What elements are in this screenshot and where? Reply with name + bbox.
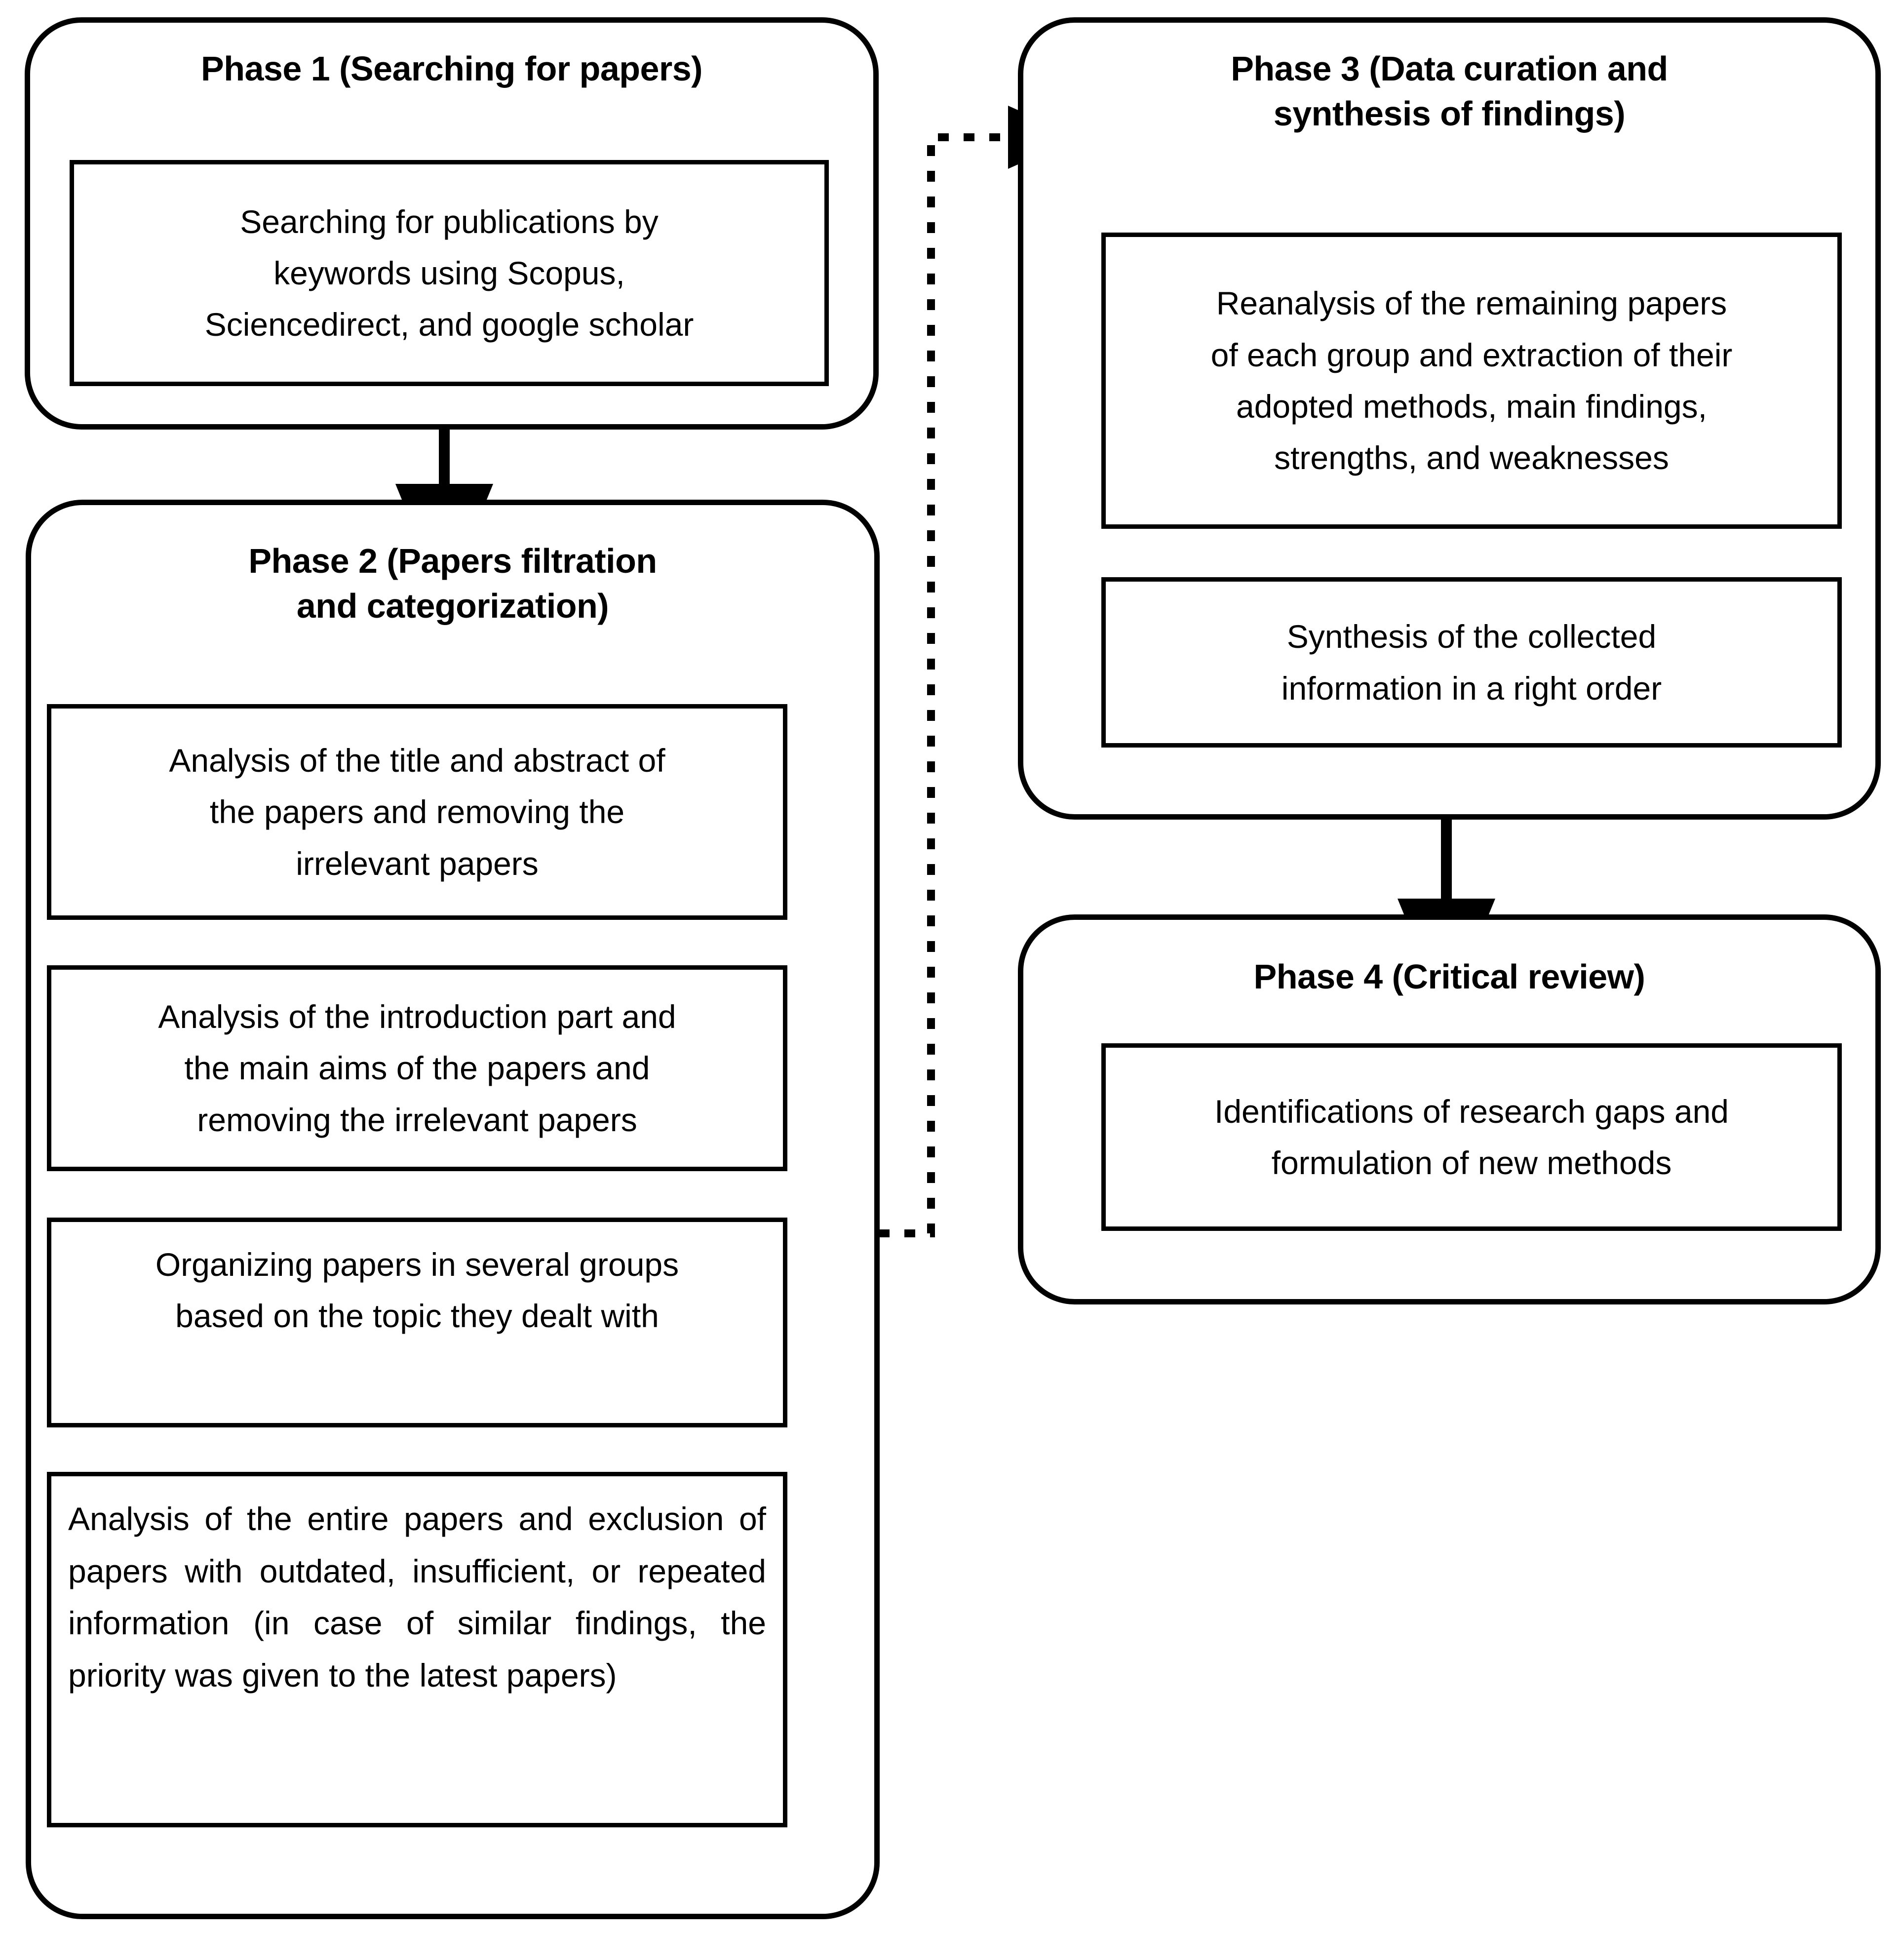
phase-2-step-2-text: Analysis of the introduction part and th…	[158, 998, 676, 1138]
phase-4-container[interactable]: Phase 4 (Critical review) Identification…	[1018, 914, 1881, 1304]
phase-1-container[interactable]: Phase 1 (Searching for papers) Searching…	[25, 17, 879, 430]
phase-3-step-1-text: Reanalysis of the remaining papers of ea…	[1210, 285, 1733, 476]
phase-4-title: Phase 4 (Critical review)	[1253, 957, 1645, 996]
phase-2-step-4-box[interactable]: Analysis of the entire papers and exclus…	[47, 1472, 787, 1827]
phase-1-step-1-box[interactable]: Searching for publications by keywords u…	[70, 160, 829, 386]
phase-2-step-4-text: Analysis of the entire papers and exclus…	[68, 1500, 766, 1694]
phase-1-step-1-text: Searching for publications by keywords u…	[204, 203, 694, 343]
phase-3-step-1-box[interactable]: Reanalysis of the remaining papers of ea…	[1101, 233, 1842, 529]
phase-2-step-2-box[interactable]: Analysis of the introduction part and th…	[47, 965, 787, 1171]
phase-4-step-1-box[interactable]: Identifications of research gaps and for…	[1101, 1043, 1842, 1231]
phase-2-step-1-box[interactable]: Analysis of the title and abstract of th…	[47, 704, 787, 920]
phase-3-container[interactable]: Phase 3 (Data curation and synthesis of …	[1018, 17, 1881, 820]
phase-1-title: Phase 1 (Searching for papers)	[201, 49, 702, 88]
phase-3-step-2-box[interactable]: Synthesis of the collected information i…	[1101, 577, 1842, 748]
arrow-phase2-to-phase3	[879, 106, 1079, 1237]
phase-4-step-1-text: Identifications of research gaps and for…	[1214, 1093, 1729, 1181]
phase-2-step-3-text: Organizing papers in several groups base…	[155, 1246, 679, 1335]
phase-2-step-1-text: Analysis of the title and abstract of th…	[169, 742, 665, 882]
phase-3-step-2-text: Synthesis of the collected information i…	[1281, 618, 1662, 707]
phase-2-step-3-box[interactable]: Organizing papers in several groups base…	[47, 1218, 787, 1427]
phase-2-container[interactable]: Phase 2 (Papers filtration and categoriz…	[26, 500, 880, 1919]
phase-2-title: Phase 2 (Papers filtration and categoriz…	[248, 542, 657, 625]
phase-3-title: Phase 3 (Data curation and synthesis of …	[1231, 49, 1668, 133]
